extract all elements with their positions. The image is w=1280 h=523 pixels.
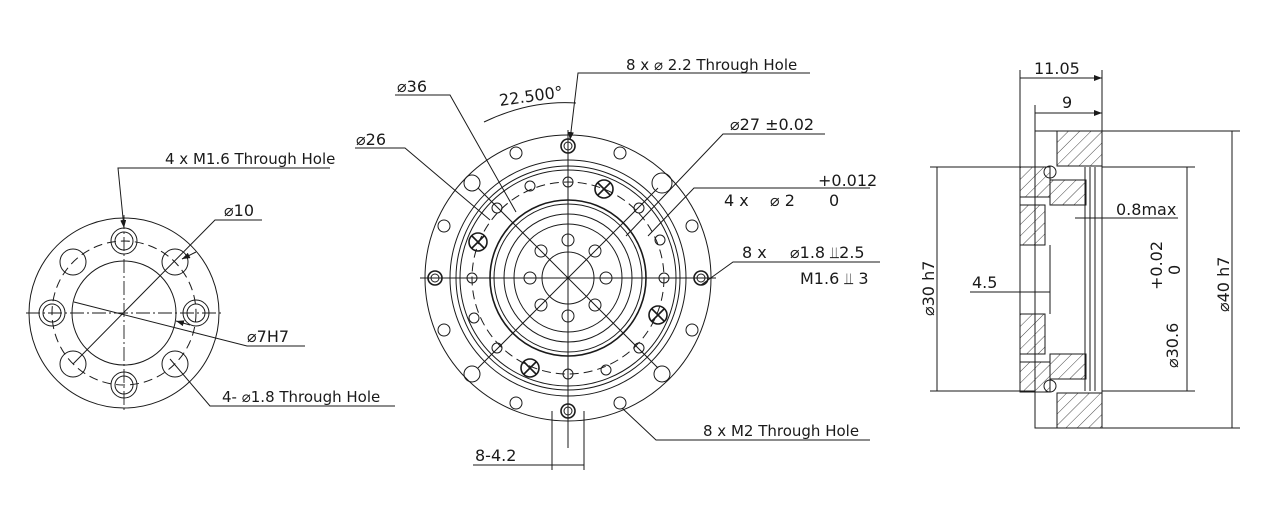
label-d2-dia: ⌀ 2 <box>770 191 795 210</box>
label-d36: ⌀36 <box>397 77 427 96</box>
outer-bolt-holes <box>427 138 709 419</box>
label-d7h7: ⌀7H7 <box>247 327 289 346</box>
label-slot: 8-4.2 <box>475 446 516 465</box>
screw-icons <box>468 179 668 378</box>
label-d26: ⌀26 <box>356 130 386 149</box>
m16-hole-left <box>38 299 66 327</box>
left-view <box>26 167 395 411</box>
label-d30h7: ⌀30 h7 <box>919 261 938 316</box>
label-tol-up: +0.02 <box>1147 241 1166 290</box>
label-tol-lower: 0 <box>829 191 839 210</box>
m16-hole-bottom <box>110 371 138 399</box>
center-view <box>355 72 880 470</box>
label-gap: 0.8max <box>1116 200 1176 219</box>
label-d2-qty: 4 x <box>724 191 749 210</box>
label-m16-spec: M1.6 ⫫ 3 <box>800 269 869 288</box>
inner-ring-holes <box>466 176 670 380</box>
m16-hole-right <box>182 299 210 327</box>
label-tol-upper: +0.012 <box>818 171 877 190</box>
side-view <box>930 70 1240 429</box>
label-d18-qty: 8 x <box>742 243 767 262</box>
label-d18-through-hole: 4- ⌀1.8 Through Hole <box>222 388 380 406</box>
label-d22-through-hole: 8 x ⌀ 2.2 Through Hole <box>626 56 797 74</box>
label-d306: ⌀30.6 <box>1163 323 1182 368</box>
m2-holes <box>437 146 699 410</box>
label-d27: ⌀27 ±0.02 <box>730 115 814 134</box>
label-d10: ⌀10 <box>224 201 254 220</box>
label-len-9: 9 <box>1062 93 1072 112</box>
label-len-45: 4.5 <box>972 273 997 292</box>
label-d18-spec: ⌀1.8 ⫫2.5 <box>790 243 865 262</box>
label-d40h7: ⌀40 h7 <box>1214 257 1233 312</box>
label-len-total: 11.05 <box>1034 59 1080 78</box>
label-m2-through-hole: 8 x M2 Through Hole <box>703 422 859 440</box>
label-m16-through-hole: 4 x M1.6 Through Hole <box>165 150 335 168</box>
label-tol-low: 0 <box>1165 265 1184 275</box>
